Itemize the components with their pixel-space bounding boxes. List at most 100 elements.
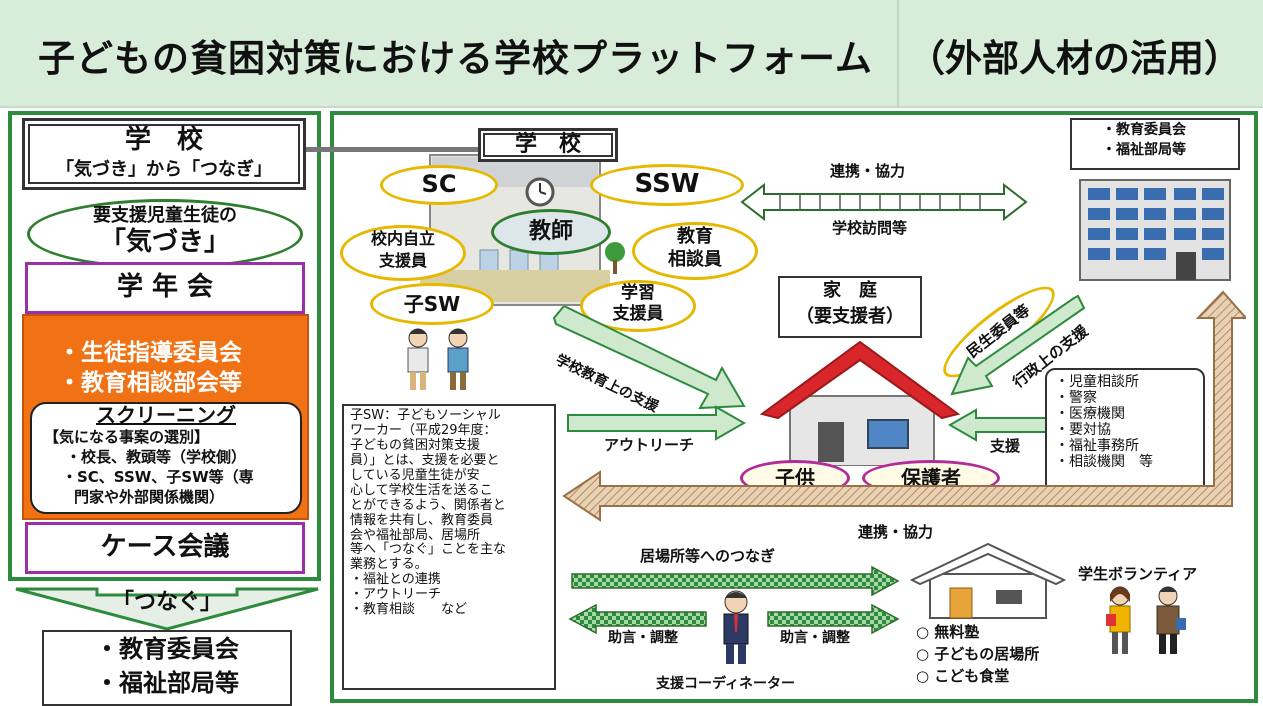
volunteer-label: 学生ボランティア <box>1078 565 1198 583</box>
school-sign-label: 学 校 <box>514 132 581 158</box>
title-bar <box>0 0 1263 108</box>
screening-title: スクリーニング <box>96 403 236 427</box>
description-line: 情報を共有し、教育委員 <box>350 512 494 528</box>
place-item: ○ こども食堂 <box>916 667 1010 685</box>
sc-oval: SC <box>380 165 498 205</box>
learning-support-line2: 支援員 <box>612 304 664 324</box>
screening-box <box>30 402 302 514</box>
grade-meeting-box: 学 年 会 <box>25 262 305 314</box>
screening-line: 【気になる事案の選別】 <box>44 428 210 446</box>
place-item: ○ 無料塾 <box>916 623 980 641</box>
teacher-oval: 教師 <box>491 209 611 255</box>
agency-item: ・警察 <box>1055 390 1097 407</box>
sc-label: SC <box>421 170 457 199</box>
description-line: とができるよう、関係者と <box>350 497 506 513</box>
school-connector <box>306 147 478 152</box>
support-staff-line2: 支援員 <box>378 251 427 270</box>
school-sign: 学 校 <box>478 128 618 162</box>
school-box-title: 学 校 <box>124 125 203 155</box>
committee-item-1: ・生徒指導委員会 <box>58 340 242 366</box>
family-house-illustration <box>760 340 960 466</box>
place-item: ○ 子どもの居場所 <box>916 645 1040 663</box>
case-meeting-label: ケース会議 <box>100 532 230 563</box>
coordinator-figure <box>723 590 749 664</box>
description-line: している児童生徒が安 <box>350 467 480 483</box>
school-box <box>22 118 306 190</box>
description-line: 業務とする。 <box>350 557 428 573</box>
counselor-line1: 教育 <box>677 226 713 247</box>
screening-line: ・SC、SSW、子SW等（専 <box>62 468 254 486</box>
connect-target-1: ・教育委員会 <box>95 635 239 663</box>
cooperation-double-arrow <box>740 182 1028 222</box>
agency-item: ・児童相談所 <box>1055 374 1139 390</box>
ssw-oval: SSW <box>590 164 744 206</box>
family-label-line1: 家 庭 <box>823 280 877 301</box>
counselor-line2: 相談員 <box>668 249 722 270</box>
learning-support-oval <box>580 280 696 332</box>
education-board-box <box>1070 118 1240 170</box>
description-line: 心して学校生活を送るこ <box>350 482 493 498</box>
connect-target-box <box>42 630 292 706</box>
office-building-icon <box>1079 179 1231 281</box>
notice-line2: 「気づき」 <box>99 227 230 257</box>
case-meeting-box: ケース会議 <box>25 522 305 574</box>
ibasho-link-arrow <box>571 566 900 596</box>
child-label: 子供 <box>775 465 815 490</box>
description-line: 員）」とは、支援を必要と <box>350 452 500 468</box>
admin-support-arrow <box>950 294 1086 396</box>
platform-panel <box>330 111 1258 703</box>
agency-item: ・福祉事務所 <box>1055 438 1139 455</box>
connect-arrow <box>15 587 319 631</box>
advice-right-arrow <box>767 604 900 634</box>
screening-line: ・校長、教頭等（学校側） <box>66 448 247 466</box>
coordinator-label: 支援コーディネーター <box>656 676 796 692</box>
cooperation-bottom-label: 連携・協力 <box>858 523 934 541</box>
title-divider <box>897 0 899 108</box>
page-title: 子どもの貧困対策における学校プラットフォーム <box>38 37 873 80</box>
ssw-label: SSW <box>634 169 700 200</box>
edu-support-arrow <box>552 306 746 410</box>
connect-label: 「つなぐ」 <box>111 590 222 615</box>
agency-support-arrow <box>948 408 1047 442</box>
child-sw-label: 子SW <box>403 291 461 316</box>
ibasho-link-label: 居場所等へのつなぎ <box>640 547 776 565</box>
school-staff-figures <box>407 328 469 390</box>
support-staff-line1: 校内自立 <box>370 229 435 248</box>
grade-meeting-label: 学 年 会 <box>116 272 214 303</box>
agency-item: ・相談機関 等 <box>1055 454 1153 471</box>
agency-item: ・医療機関 <box>1055 406 1125 423</box>
board-line1: ・教育委員会 <box>1102 122 1186 138</box>
description-line: ・教育相談 など <box>350 602 468 618</box>
notice-line1: 要支援児童生徒の <box>93 205 237 226</box>
guardian-label: 保護者 <box>901 465 961 490</box>
advice-left-arrow <box>568 604 707 634</box>
page-subtitle: （外部人材の活用） <box>908 37 1241 80</box>
family-label-box <box>778 276 922 338</box>
advice-right-label: 助言・調整 <box>780 630 850 646</box>
student-volunteer-figures <box>1106 586 1186 654</box>
child-sw-description: 子SW：子どもソーシャル ワーカー（平成29年度： 子どもの貧困対策支援 員）」… <box>342 404 556 690</box>
learning-support-line1: 学習 <box>621 283 655 303</box>
agency-item: ・要対協 <box>1055 422 1111 439</box>
advice-left-label: 助言・調整 <box>608 630 678 646</box>
board-line2: ・福祉部局等 <box>1102 142 1186 158</box>
counselor-oval <box>632 222 758 280</box>
description-line: 会や福祉部局、居場所 <box>350 527 481 543</box>
description-line: ワーカー（平成29年度： <box>350 422 497 438</box>
school-visit-label: 学校訪問等 <box>832 219 908 237</box>
school-box-subtitle: 「気づき」から「つなぎ」 <box>56 159 272 180</box>
screening-line: 門家や外部関係機関） <box>74 488 225 506</box>
committee-item-2: ・教育相談部会等 <box>58 370 242 396</box>
support-staff-oval <box>340 225 466 281</box>
description-line: ・福祉との連携 <box>350 572 441 588</box>
cooperation-top-label: 連携・協力 <box>830 162 906 180</box>
child-sw-oval: 子SW <box>370 283 494 325</box>
community-house-illustration <box>910 542 1066 619</box>
support-label: 支援 <box>990 437 1021 455</box>
teacher-label: 教師 <box>528 219 573 245</box>
connect-target-2: ・福祉部局等 <box>95 669 239 697</box>
description-line: 子どもの貧困対策支援 <box>350 437 481 453</box>
outreach-arrow <box>567 405 746 441</box>
description-line: ・アウトリーチ <box>350 587 442 603</box>
school-process-panel <box>8 111 321 581</box>
